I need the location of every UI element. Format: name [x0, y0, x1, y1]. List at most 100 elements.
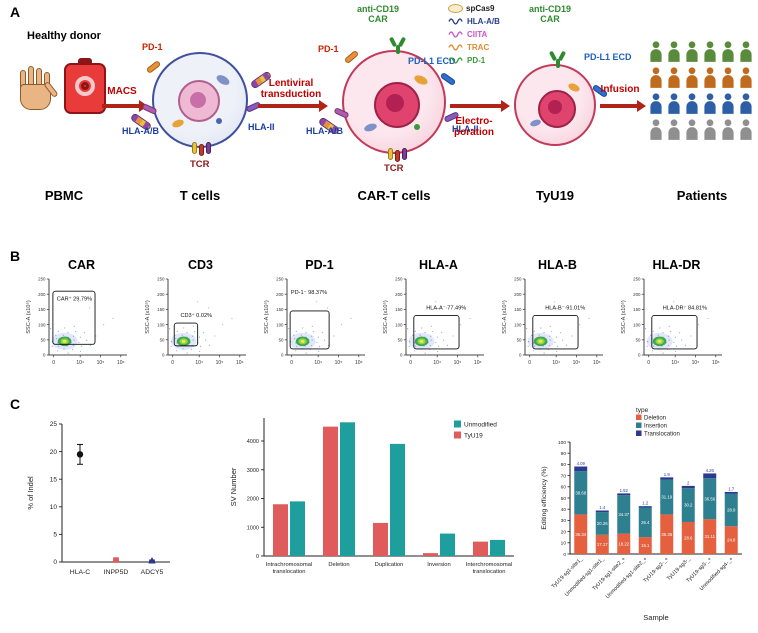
organelle-icon: [171, 118, 185, 129]
flow-plot-title: CD3: [187, 258, 213, 272]
pd1-receptor-icon: [145, 60, 162, 74]
svg-text:0: 0: [256, 554, 259, 560]
person-icon: [704, 93, 716, 114]
person-icon: [650, 41, 662, 62]
svg-text:Deletion: Deletion: [328, 562, 349, 568]
svg-text:100: 100: [395, 322, 403, 327]
svg-text:1.4: 1.4: [599, 505, 606, 510]
svg-text:20: 20: [50, 449, 58, 456]
svg-text:150: 150: [633, 307, 641, 312]
hand-icon: [20, 66, 59, 116]
person-icon: [650, 93, 662, 114]
svg-text:SSC-A (x10⁵): SSC-A (x10⁵): [263, 300, 270, 334]
blood-bag-coil: [75, 76, 95, 96]
hla-ab-receptor-icon: [333, 107, 350, 119]
svg-text:HLA-DR⁻ 84.81%: HLA-DR⁻ 84.81%: [663, 305, 707, 311]
person-icon: [668, 119, 680, 140]
svg-text:20.26: 20.26: [597, 521, 608, 526]
electro-item: PD-1: [448, 54, 520, 67]
organelle-icon: [567, 81, 581, 94]
svg-text:SV Number: SV Number: [229, 467, 238, 506]
cart-hlaii-label: HLA-II: [452, 124, 479, 134]
cart-pdl1-label: PD-L1 ECD: [408, 56, 456, 66]
svg-text:10: 10: [50, 504, 58, 511]
svg-text:HLA-A⁻ 77.49%: HLA-A⁻ 77.49%: [426, 305, 466, 311]
svg-text:1000: 1000: [247, 525, 259, 531]
cart-tcr-label: TCR: [384, 163, 404, 174]
svg-text:% of Indel: % of Indel: [26, 476, 35, 510]
panel-c-label: C: [10, 396, 21, 412]
svg-text:250: 250: [514, 277, 522, 282]
svg-text:Inversion: Inversion: [427, 562, 451, 568]
svg-text:PD-1⁻ 98.37%: PD-1⁻ 98.37%: [291, 290, 327, 296]
pbmc-label: PBMC: [44, 188, 84, 203]
person-icon: [722, 119, 734, 140]
svg-text:10⁴: 10⁴: [433, 360, 441, 366]
electro-item-label: spCas9: [466, 4, 495, 13]
svg-text:50: 50: [398, 338, 403, 343]
panel-a-label: A: [10, 4, 21, 20]
svg-text:10⁵: 10⁵: [97, 360, 105, 366]
svg-text:0: 0: [53, 559, 57, 566]
flow-plot-title: HLA-A: [419, 258, 458, 272]
svg-text:10⁶: 10⁶: [355, 360, 363, 366]
svg-text:150: 150: [38, 307, 46, 312]
svg-text:80: 80: [561, 462, 567, 468]
lenti-label: Lentiviral transduction: [260, 78, 322, 101]
organelle-icon: [216, 118, 222, 124]
svg-text:0: 0: [400, 353, 403, 358]
patient-row: [648, 118, 754, 141]
organelle-icon: [363, 122, 378, 133]
svg-text:50: 50: [636, 338, 641, 343]
svg-text:200: 200: [395, 292, 403, 297]
svg-text:10⁵: 10⁵: [216, 360, 224, 366]
svg-text:10⁶: 10⁶: [593, 360, 601, 366]
organelle-icon: [412, 73, 430, 87]
svg-text:50: 50: [279, 338, 284, 343]
svg-text:0: 0: [281, 353, 284, 358]
svg-text:0: 0: [409, 360, 412, 366]
t-cell-nucleolus: [190, 92, 206, 108]
svg-text:Deletion: Deletion: [644, 416, 666, 422]
svg-text:50: 50: [160, 338, 165, 343]
svg-text:150: 150: [276, 307, 284, 312]
tcr-icon: [388, 148, 393, 160]
svg-text:SSC-A (x10⁵): SSC-A (x10⁵): [25, 300, 32, 334]
svg-text:2: 2: [687, 480, 690, 485]
svg-text:Unmodified-sg1-site2_+: Unmodified-sg1-site2_+: [605, 556, 649, 600]
person-icon: [686, 119, 698, 140]
svg-text:28.9: 28.9: [727, 508, 736, 513]
svg-text:10⁶: 10⁶: [712, 360, 720, 366]
svg-text:CAR⁺ 29.79%: CAR⁺ 29.79%: [57, 295, 92, 302]
car-t-cell: [317, 36, 460, 162]
svg-text:4.09: 4.09: [577, 461, 586, 466]
svg-text:Sample: Sample: [643, 613, 668, 622]
svg-text:150: 150: [514, 307, 522, 312]
tcell-hlaii-label: HLA-II: [248, 122, 275, 132]
svg-text:type: type: [636, 407, 649, 414]
svg-text:Interchromosomal: Interchromosomal: [466, 562, 512, 568]
svg-text:translocation: translocation: [473, 569, 506, 575]
tyu19-label: TyU19: [535, 188, 575, 203]
svg-text:10⁴: 10⁴: [552, 360, 560, 366]
svg-text:36.56: 36.56: [704, 496, 715, 501]
svg-text:10⁶: 10⁶: [236, 360, 244, 366]
svg-text:100: 100: [558, 440, 566, 446]
blood-bag-tab: [78, 58, 92, 65]
svg-text:24.8: 24.8: [727, 538, 736, 543]
person-icon: [740, 67, 752, 88]
blood-bag-coil-inner: [81, 82, 89, 90]
svg-text:INPP5D: INPP5D: [104, 569, 129, 576]
svg-text:0: 0: [563, 552, 566, 558]
electro-item-label: HLA-A/B: [467, 17, 500, 26]
tcr-icon: [206, 142, 211, 154]
svg-text:200: 200: [157, 292, 165, 297]
